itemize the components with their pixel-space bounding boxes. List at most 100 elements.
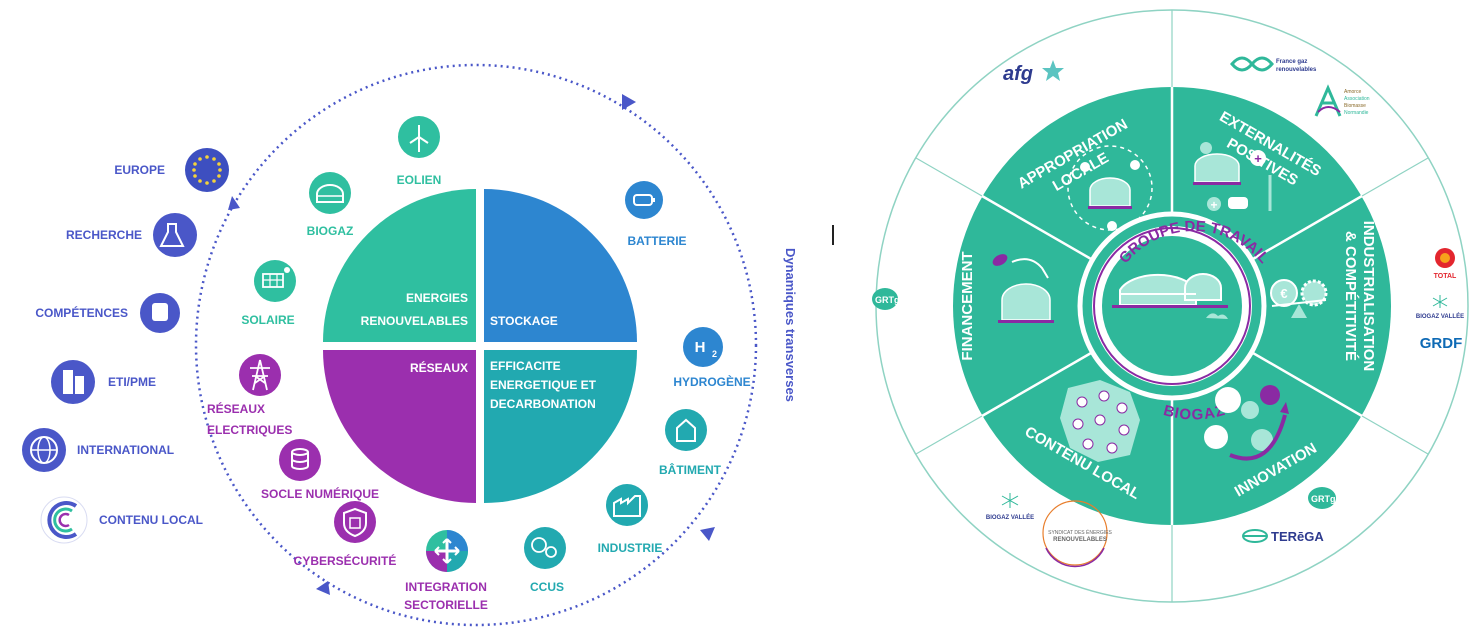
- ring-item-ccus: CCUS: [524, 527, 566, 594]
- svg-text:€: €: [1280, 286, 1287, 301]
- ring-label-solaire: SOLAIRE: [241, 313, 294, 327]
- solar-panel-icon: [254, 260, 296, 302]
- externalites-icon: + +: [1193, 142, 1272, 212]
- logo-grdf-text: GRDF: [1420, 335, 1463, 352]
- financement-icon: [992, 254, 1054, 323]
- battery-icon: [625, 181, 663, 219]
- flask-icon: [153, 213, 197, 257]
- logo-biogaz-vallee-2-text: BIOGAZ VALLÉE: [986, 513, 1034, 521]
- logo-total-text: TOTAL: [1434, 273, 1457, 280]
- transverse-ring: [194, 63, 758, 627]
- quadrant-energies-renouvelables: [323, 189, 476, 342]
- ring-item-industrie: INDUSTRIE: [598, 484, 663, 555]
- ring-label-integration-2: SECTORIELLE: [404, 598, 488, 612]
- ring-arrow-bottom: [316, 581, 330, 595]
- center-purple-ring: [1093, 227, 1251, 385]
- left-label-recherche: RECHERCHE: [66, 228, 142, 242]
- innovation-icon: [1204, 385, 1289, 461]
- h2-icon-letter: H: [695, 339, 706, 356]
- segment-label-industrialisation-2: & COMPÉTITIVITÉ: [1342, 231, 1359, 361]
- segment-dividers: [981, 87, 1363, 525]
- logo-terega: TERēGA: [1242, 529, 1324, 544]
- left-label-eti-pme: ETI/PME: [108, 375, 156, 389]
- logo-grtgaz-right: GRTgaz: [1308, 487, 1346, 509]
- logo-terega-text: TERēGA: [1271, 529, 1324, 544]
- crossing-arrows-icon: [426, 530, 468, 572]
- ring-item-batiment: BÂTIMENT: [659, 409, 722, 477]
- logo-france-gaz-2: renouvelables: [1276, 67, 1317, 73]
- segment-label-industrialisation-1: INDUSTRIALISATION: [1360, 221, 1377, 372]
- ring-label-cybersecurite: CYBERSÉCURITÉ: [294, 553, 397, 568]
- left-item-contenu-local: CONTENU LOCAL: [40, 496, 203, 544]
- left-label-international: INTERNATIONAL: [77, 443, 174, 457]
- quadrant-label-efficacite-3: DECARBONATION: [490, 397, 596, 411]
- logo-aamp-1: Amorce: [1344, 89, 1361, 95]
- right-diagram: GROUPE DE TRAVAIL BIOGAZ APPROPRIATION L…: [872, 9, 1469, 603]
- logo-syndicat-1: SYNDICAT DES ÉNERGIES: [1048, 529, 1112, 536]
- logo-biogaz-vallee-2: BIOGAZ VALLÉE: [986, 493, 1034, 521]
- ring-label-eolien: EOLIEN: [397, 173, 442, 187]
- database-icon: [279, 439, 321, 481]
- logo-grtgaz-left: GRTgaz: [872, 288, 910, 310]
- logo-france-gaz-1: France gaz: [1276, 59, 1307, 65]
- ring-label-ccus: CCUS: [530, 580, 564, 594]
- logo-grdf: GRDF: [1420, 335, 1463, 352]
- ring-label-biogaz: BIOGAZ: [307, 224, 354, 238]
- logo-total: TOTAL: [1434, 248, 1457, 280]
- ring-label-batiment: BÂTIMENT: [659, 462, 722, 477]
- logo-afg-text: afg: [1003, 63, 1033, 85]
- ring-label-reseaux-1: RÉSEAUX: [207, 401, 265, 416]
- ring-label-reseaux-2: ELECTRIQUES: [207, 423, 292, 437]
- left-label-europe: EUROPE: [114, 163, 165, 177]
- center-subtitle: BIOGAZ: [1162, 402, 1227, 424]
- ring-arrow-left: [228, 196, 240, 210]
- quadrant-reseaux: [323, 350, 476, 503]
- left-diagram: ENERGIES RENOUVELABLES STOCKAGE RÉSEAUX …: [22, 63, 798, 627]
- ring-arrow-top: [622, 94, 636, 110]
- shield-chip-icon: [334, 501, 376, 543]
- logo-biogaz-vallee: BIOGAZ VALLÉE: [1416, 295, 1464, 320]
- ring-item-solaire: SOLAIRE: [241, 260, 296, 327]
- ring-item-eolien: EOLIEN: [397, 116, 442, 187]
- logo-syndicat-2: RENOUVELABLES: [1053, 537, 1107, 543]
- logo-aamp-4: Normandie: [1344, 110, 1369, 116]
- left-item-competences: COMPÉTENCES: [35, 293, 180, 333]
- logo-afg: afg: [1003, 60, 1064, 85]
- quadrant-label-enr-1: ENERGIES: [406, 291, 468, 305]
- center-subtitle-path: BIOGAZ: [1162, 402, 1227, 424]
- quadrant-label-efficacite-1: EFFICACITE: [490, 359, 561, 373]
- transverse-label: Dynamiques transverses: [783, 248, 798, 402]
- ring-label-hydrogene: HYDROGÈNE: [673, 374, 750, 389]
- left-label-competences: COMPÉTENCES: [35, 305, 128, 320]
- logo-grtgaz-right-text: GRTgaz: [1311, 494, 1346, 504]
- left-label-contenu-local: CONTENU LOCAL: [99, 513, 203, 527]
- ring-item-socle-numerique: SOCLE NUMÉRIQUE: [261, 439, 379, 501]
- logo-france-gaz: France gaz renouvelables: [1230, 56, 1317, 73]
- ring-item-batterie: BATTERIE: [625, 181, 687, 248]
- ring-item-integration: INTEGRATION SECTORIELLE: [404, 530, 488, 612]
- center-biogas-icon: [1112, 273, 1228, 319]
- logo-syndicat-energies: SYNDICAT DES ÉNERGIES RENOUVELABLES: [1042, 500, 1113, 568]
- ring-label-industrie: INDUSTRIE: [598, 541, 663, 555]
- left-item-europe: EUROPE: [114, 148, 229, 192]
- ring-item-reseaux-electriques: RÉSEAUX ELECTRIQUES: [207, 354, 292, 437]
- left-item-recherche: RECHERCHE: [66, 213, 197, 257]
- left-item-eti-pme: ETI/PME: [51, 360, 156, 404]
- contenu-local-map-icon: [1060, 380, 1140, 462]
- logo-biogaz-vallee-text: BIOGAZ VALLÉE: [1416, 312, 1464, 320]
- ring-item-biogaz: BIOGAZ: [307, 172, 354, 238]
- quadrant-label-efficacite-2: ENERGETIQUE ET: [490, 378, 597, 392]
- quadrant-label-enr-2: RENOUVELABLES: [361, 314, 468, 328]
- quadrant-efficacite: [484, 350, 637, 503]
- logo-aamp: Amorce Association Biomasse Normandie: [1314, 84, 1370, 117]
- ring-label-batterie: BATTERIE: [627, 234, 686, 248]
- logo-aamp-3: Biomasse: [1344, 103, 1366, 109]
- ring-item-cybersecurite: CYBERSÉCURITÉ: [294, 501, 397, 568]
- segment-label-financement: FINANCEMENT: [959, 251, 976, 360]
- eu-flag-icon: [185, 148, 229, 192]
- quadrant-label-stockage: STOCKAGE: [490, 314, 558, 328]
- left-item-international: INTERNATIONAL: [22, 428, 174, 472]
- svg-text:+: +: [1254, 151, 1262, 166]
- h2-icon: [683, 327, 723, 367]
- logo-aamp-2: Association: [1344, 96, 1370, 102]
